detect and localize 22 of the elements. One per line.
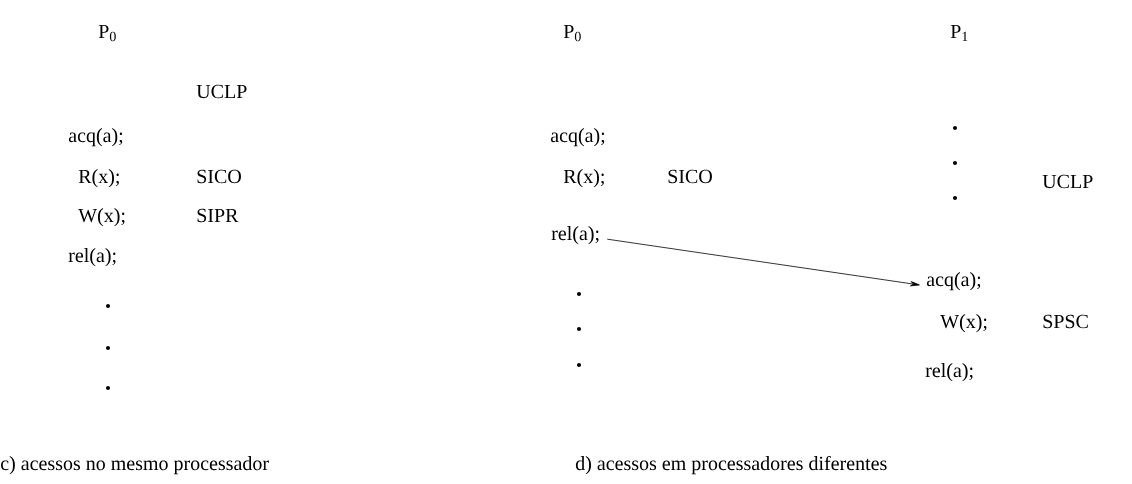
caption: c) acessos no mesmo processador <box>1 456 269 475</box>
code-label: SICO <box>668 169 712 184</box>
code-label: UCLP <box>1042 174 1093 189</box>
code-label: UCLP <box>196 84 247 99</box>
code-label: acq(a); <box>68 128 123 147</box>
code-label: R(x); <box>78 169 119 188</box>
code-label: rel(a); <box>68 248 116 267</box>
code-label: W(x); <box>940 314 987 333</box>
code-label: SICO <box>197 169 241 184</box>
code-label: P$_{1}$ <box>950 24 968 42</box>
code-label: P$_{0}$ <box>563 24 581 42</box>
caption: d) acessos em processadores diferentes <box>575 455 887 475</box>
code-label: rel(a); <box>925 363 973 382</box>
code-label: acq(a); <box>550 128 605 147</box>
code-label: W(x); <box>78 208 125 227</box>
code-label: SIPR <box>197 208 239 223</box>
arrow <box>606 238 920 287</box>
code-label: SPSC <box>1043 314 1088 329</box>
statement-text: rel(a); <box>551 226 599 245</box>
statement-text: acq(a); <box>926 272 981 291</box>
code-label: R(x); <box>563 169 604 188</box>
code-label: P$_{0}$ <box>98 24 116 42</box>
